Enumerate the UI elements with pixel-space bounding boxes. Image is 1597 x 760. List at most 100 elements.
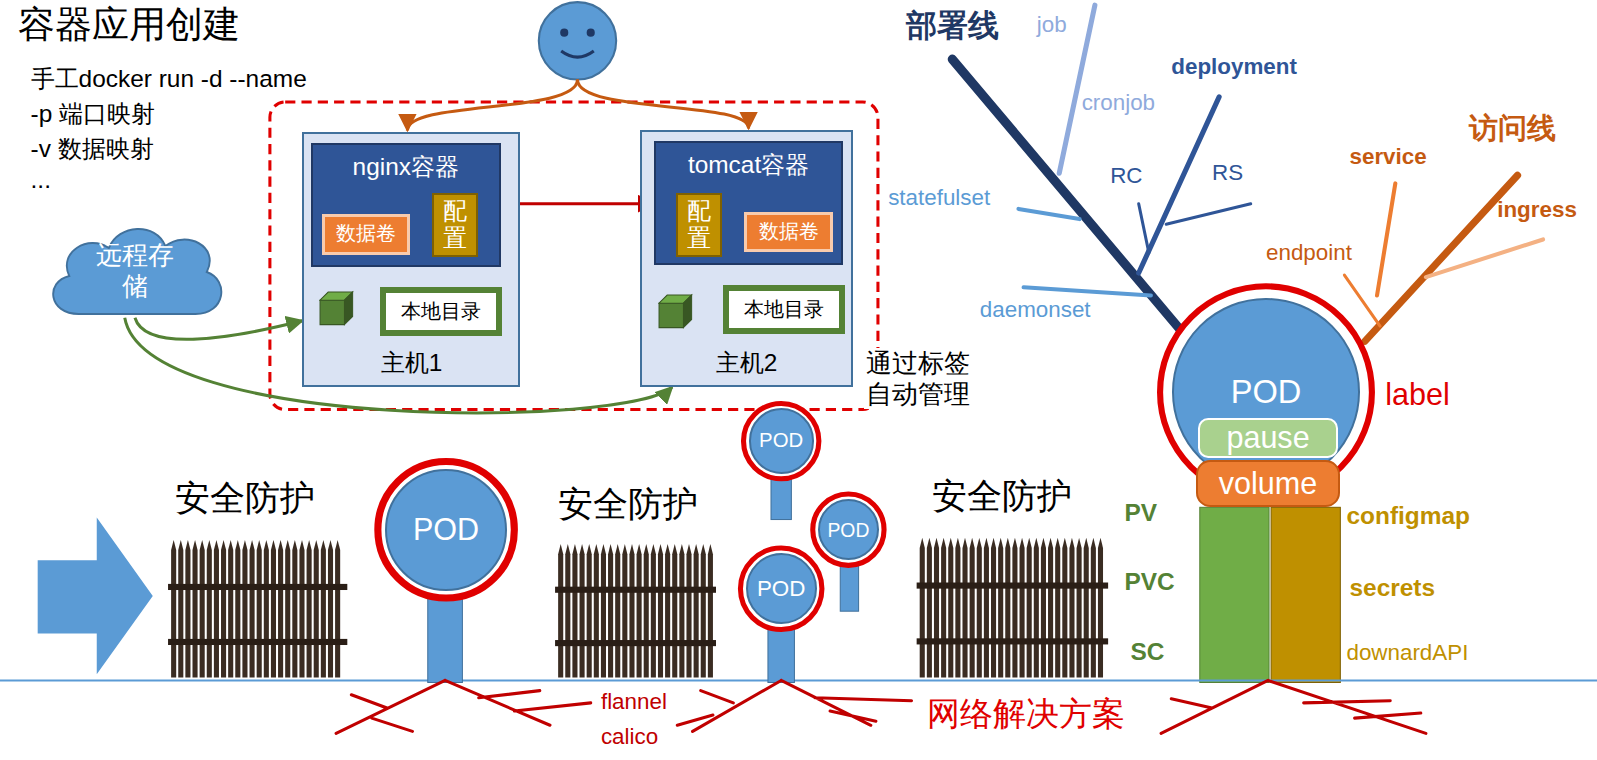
ingress-branch	[1426, 239, 1543, 277]
fence-picket	[665, 544, 670, 677]
fence-rail	[555, 587, 716, 593]
host-box: 主机1nginx容器数据卷配置本地目录	[302, 132, 520, 387]
fence-picket	[200, 540, 205, 677]
face-eye	[560, 29, 568, 37]
storage-cube	[318, 290, 355, 327]
fence-picket	[572, 544, 577, 677]
fence-picket	[1027, 538, 1032, 678]
text-label: PVC	[1124, 568, 1174, 596]
container-box: nginx容器数据卷配置	[311, 143, 501, 267]
fence-picket	[708, 544, 713, 677]
statefulset-branch	[1018, 209, 1079, 219]
fence-picket	[171, 540, 176, 677]
fence-picket	[587, 544, 592, 677]
fence-picket	[580, 544, 585, 677]
text-label: 通过标签 自动管理	[864, 348, 988, 409]
fence-picket	[185, 540, 190, 677]
fence-rail	[555, 640, 716, 646]
text-label: endpoint	[1266, 240, 1352, 266]
text-label: service	[1350, 144, 1427, 170]
cube-front	[659, 303, 683, 327]
pv-column	[1200, 507, 1269, 682]
fence-picket	[214, 540, 219, 677]
pod-circle: POD	[818, 499, 879, 560]
connector	[501, 202, 654, 205]
fence-picket	[235, 540, 240, 677]
fence-picket	[1098, 538, 1103, 678]
node-text: 本地目录	[744, 298, 824, 321]
fence-picket	[927, 538, 932, 678]
network-roots	[336, 680, 591, 733]
node-text: volume	[1219, 466, 1317, 501]
fence-picket	[615, 544, 620, 677]
text-label: 网络解决方案	[927, 695, 1125, 732]
fence-picket	[307, 540, 312, 677]
config-box: 配置	[676, 193, 722, 256]
fence-picket	[672, 544, 677, 677]
network-roots	[677, 680, 911, 731]
fence-picket	[558, 544, 563, 677]
pod-circle: POD	[746, 553, 817, 624]
fence-picket	[644, 544, 649, 677]
node-text: 配置	[687, 198, 711, 252]
local-dir-box: 本地目录	[380, 287, 502, 336]
cube-side	[344, 292, 352, 325]
fence-picket	[321, 540, 326, 677]
fence-picket	[984, 538, 989, 678]
fence-picket	[601, 544, 606, 677]
fence-rail	[168, 639, 347, 645]
fence-picket	[257, 540, 262, 677]
connector	[135, 318, 303, 340]
fence-picket	[292, 540, 297, 677]
cube-side	[683, 295, 691, 328]
user-arrow	[577, 80, 748, 129]
text-label: 安全防护	[558, 485, 698, 525]
fence-picket	[314, 540, 319, 677]
fence-picket	[948, 538, 953, 678]
rc-branch	[1139, 204, 1149, 253]
fence-picket	[242, 540, 247, 677]
volume-box: 数据卷	[744, 212, 833, 253]
container-box: tomcat容器配置数据卷	[654, 141, 843, 265]
text-label: job	[1037, 12, 1067, 38]
text-label: cronjob	[1082, 90, 1155, 116]
text-label: RS	[1212, 160, 1243, 186]
fence-picket	[977, 538, 982, 678]
fence-picket	[1062, 538, 1067, 678]
fence-picket	[1012, 538, 1017, 678]
user-arrow	[407, 80, 577, 131]
fence-picket	[565, 544, 570, 677]
fence-picket	[637, 544, 642, 677]
node-text: POD	[1231, 373, 1302, 410]
fence-picket	[228, 540, 233, 677]
fence-picket	[1048, 538, 1053, 678]
dashed-region	[270, 102, 878, 410]
text-label: calico	[601, 724, 658, 750]
text-label: deployment	[1171, 54, 1297, 80]
fence-picket	[679, 544, 684, 677]
text-label: 手工docker run -d --name	[31, 65, 307, 93]
fence-picket	[970, 538, 975, 678]
text-label: 安全防护	[175, 479, 315, 519]
text-label: SC	[1131, 638, 1165, 666]
pod-circle: POD	[385, 469, 507, 591]
host-box: 主机2tomcat容器配置数据卷本地目录	[640, 130, 854, 387]
text-label: flannel	[601, 689, 667, 715]
cube-front	[320, 300, 344, 324]
fence-picket	[608, 544, 613, 677]
node-text: POD	[413, 512, 479, 547]
fence-picket	[694, 544, 699, 677]
fence-picket	[1020, 538, 1025, 678]
ground-line	[0, 679, 1597, 681]
node-text: 本地目录	[401, 300, 481, 323]
fence-picket	[1091, 538, 1096, 678]
diagram-title: 容器应用创建	[18, 4, 240, 46]
deployment-branch	[1139, 97, 1219, 273]
fence-picket	[250, 540, 255, 677]
face-smile	[561, 51, 594, 57]
fence-picket	[658, 544, 663, 677]
fence-picket	[264, 540, 269, 677]
node-text: pause	[1226, 420, 1309, 455]
pod-circle: POD	[749, 408, 814, 473]
text-label: daemonset	[980, 297, 1091, 323]
